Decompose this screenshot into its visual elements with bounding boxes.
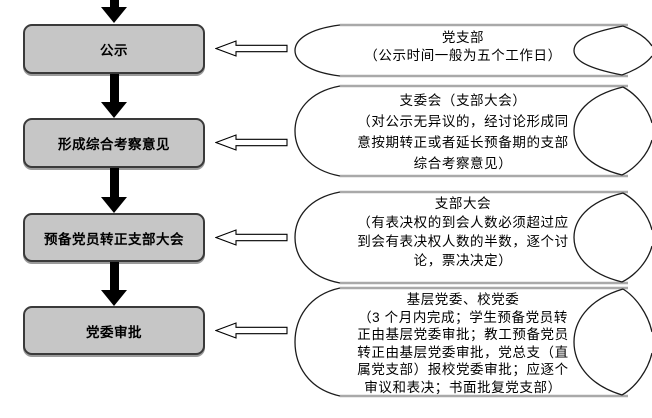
callout-shape-icon <box>294 190 652 285</box>
callout-org: 支委会（支部大会） <box>399 93 527 108</box>
flow-step-label: 形成综合考察意见 <box>58 137 170 152</box>
flow-step-label: 党委审批 <box>86 324 142 340</box>
callout-detail: （3 个月内完成；学生预备党员转正由基层党委审批；教工预备党员转正由基层党委审批… <box>357 309 569 395</box>
down-arrow-icon <box>101 0 127 23</box>
left-arrow-icon <box>214 229 288 246</box>
arrow-shaft <box>109 262 119 290</box>
callout-org: 党支部 <box>441 30 485 45</box>
callout-org: 基层党委、校党委 <box>406 292 520 307</box>
arrow-head <box>101 102 127 118</box>
arrow-shaft <box>109 74 119 102</box>
down-arrow-icon <box>101 262 127 306</box>
callout-banner: 党支部 （公示时间一般为五个工作日） <box>290 23 652 78</box>
callout-org: 支部大会 <box>434 196 492 211</box>
callout-banner: 基层党委、校党委 （3 个月内完成；学生预备党员转正由基层党委审批；教工预备党员… <box>290 286 652 398</box>
down-arrow-icon <box>101 168 127 213</box>
arrow-shaft <box>109 168 119 197</box>
flow-step-box-review-opinion: 形成综合考察意见 <box>23 118 205 168</box>
left-arrow-icon <box>214 134 288 151</box>
left-arrow-icon <box>214 40 288 57</box>
callout-detail: （对公示无异议的，经讨论形成同意按期转正或者延长预备期的支部综合考察意见） <box>357 114 569 171</box>
left-arrow-icon <box>214 322 288 339</box>
callout-shape-icon <box>294 23 652 78</box>
arrow-shaft <box>109 0 119 7</box>
down-arrow-icon <box>101 74 127 118</box>
callout-detail: （有表决权的到会人数必须超过应到会有表决权人数的半数，逐个讨论，票决决定） <box>357 215 569 268</box>
flow-step-box-publicity: 公示 <box>23 24 205 74</box>
flow-step-label: 公示 <box>100 43 128 58</box>
arrow-head <box>101 290 127 306</box>
arrow-head <box>101 7 127 23</box>
arrow-head <box>101 197 127 213</box>
flow-step-box-branch-meeting: 预备党员转正支部大会 <box>23 213 205 262</box>
callout-banner: 支委会（支部大会） （对公示无异议的，经讨论形成同意按期转正或者延长预备期的支部… <box>290 84 652 178</box>
callout-banner: 支部大会 （有表决权的到会人数必须超过应到会有表决权人数的半数，逐个讨论，票决决… <box>290 190 652 285</box>
callout-shape-icon <box>294 84 652 178</box>
callout-shape-icon <box>294 286 652 398</box>
flow-step-label: 预备党员转正支部大会 <box>44 231 184 247</box>
flow-step-box-committee-approval: 党委审批 <box>23 306 205 355</box>
callout-detail: （公示时间一般为五个工作日） <box>364 48 562 63</box>
